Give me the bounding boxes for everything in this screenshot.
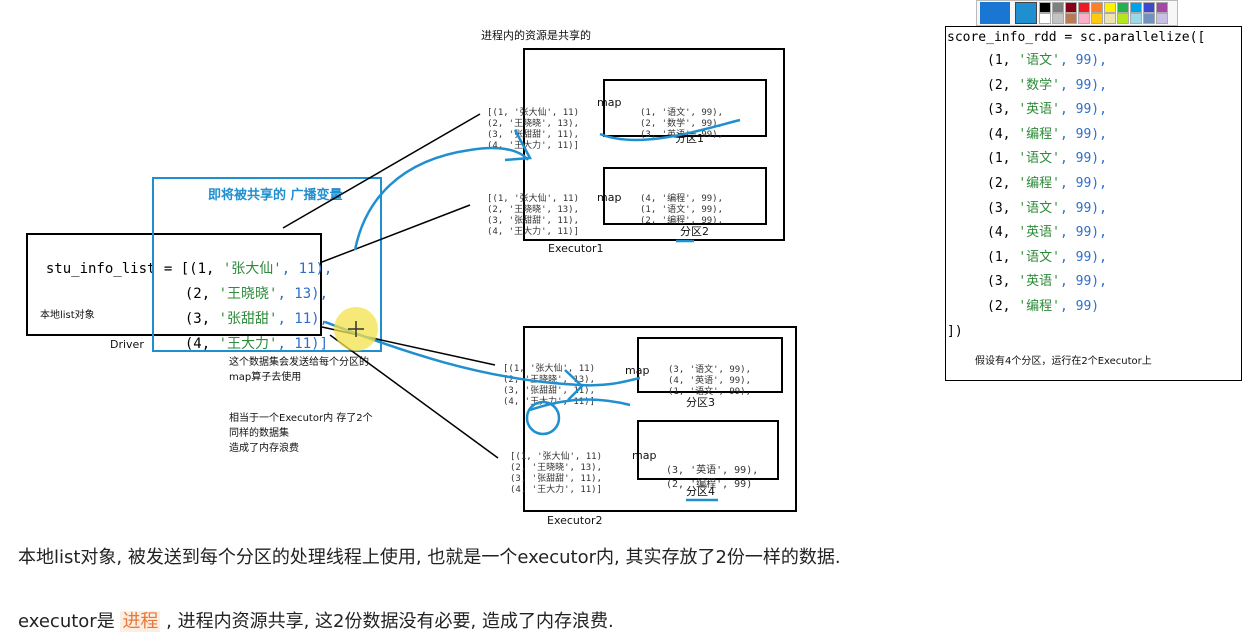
color-palette[interactable] xyxy=(976,0,1178,26)
rdd-row: (4, '编程', 99), xyxy=(987,126,1107,142)
rdd-caption: 假设有4个分区，运行在2个Executor上 xyxy=(975,356,1152,367)
process-highlight: 进程 xyxy=(120,611,161,632)
driver-label: Driver xyxy=(110,338,144,351)
stu-info-row-4: (4, '王大力', 11)] xyxy=(184,336,329,352)
partition2-label: 分区2 xyxy=(680,225,709,238)
waste-note: 相当于一个Executor内 存了2个同样的数据集造成了内存浪费 xyxy=(229,413,373,454)
rdd-footer: ]) xyxy=(947,324,963,339)
driver-box xyxy=(26,233,322,336)
partition4-box xyxy=(637,420,779,480)
executor2-box xyxy=(523,326,797,512)
color-swatch-row-1[interactable] xyxy=(1039,2,1168,13)
partition3-map-label: map xyxy=(625,364,650,377)
stu-info-row-3: (3, '张甜甜', 11), xyxy=(184,311,329,327)
partition2-box xyxy=(603,167,767,225)
paragraph-2: executor是 进程 , 进程内资源共享, 这2份数据没有必要, 造成了内存… xyxy=(18,611,614,632)
partition3-label: 分区3 xyxy=(686,396,715,409)
stu-info-header: stu_info_list = [(1, '张大仙', 11), xyxy=(45,261,333,277)
executor2-label: Executor2 xyxy=(547,514,603,527)
executor1-list-copy-1: [(1, '张大仙', 11)(2, '王晓晓', 13),(3, '张甜甜',… xyxy=(487,108,580,151)
rdd-header: score_info_rdd = sc.parallelize([ xyxy=(947,30,1206,45)
partition3-data: (3, '语文', 99),(4, '英语', 99),(1, '语文', 99… xyxy=(668,365,752,397)
rdd-row: (1, '语文', 99), xyxy=(987,249,1107,265)
rdd-row: (3, '语文', 99), xyxy=(987,200,1107,216)
partition4-map-label: map xyxy=(632,449,657,462)
executor2-list-copy-1: [(1, '张大仙', 11)(2, '王晓晓', 13),(3, '张甜甜',… xyxy=(503,364,596,407)
partition2-map-label: map xyxy=(597,191,622,204)
partition1-label: 分区1 xyxy=(675,132,704,145)
shared-resource-title: 进程内的资源是共享的 xyxy=(481,29,591,42)
executor1-label: Executor1 xyxy=(548,242,604,255)
current-color-swatch[interactable] xyxy=(1015,2,1037,24)
partition4-label: 分区4 xyxy=(686,485,715,498)
rdd-row: (2, '编程', 99) xyxy=(987,298,1100,314)
rdd-row: (3, '英语', 99), xyxy=(987,102,1107,118)
paragraph-1: 本地list对象, 被发送到每个分区的处理线程上使用, 也就是一个executo… xyxy=(18,547,841,568)
executor2-list-copy-2: [(1, '张大仙', 11)(2, '王晓晓', 13),(3, '张甜甜',… xyxy=(510,452,603,495)
rdd-row: (1, '语文', 99), xyxy=(987,151,1107,167)
rdd-code-panel xyxy=(945,26,1242,381)
rdd-row: (3, '英语', 99), xyxy=(987,274,1107,290)
partition4-data: (3, '英语', 99),(2, '编程', 99) xyxy=(666,465,759,490)
partition1-map-label: map xyxy=(597,96,622,109)
rdd-row: (2, '编程', 99), xyxy=(987,175,1107,191)
rdd-rows: (1, '语文', 99), (2, '数学', 99), (3, '英语', … xyxy=(987,49,1107,320)
selected-color-swatch[interactable] xyxy=(980,2,1010,24)
executor1-list-copy-2: [(1, '张大仙', 11)(2, '王晓晓', 13),(3, '张甜甜',… xyxy=(487,194,580,237)
rdd-row: (2, '数学', 99), xyxy=(987,77,1107,93)
color-swatch-row-2[interactable] xyxy=(1039,13,1168,24)
partition2-data: (4, '编程', 99),(1, '语文', 99),(2, '编程', 99… xyxy=(640,194,724,226)
broadcast-highlight-box xyxy=(152,177,382,352)
rdd-row: (1, '语文', 99), xyxy=(987,53,1107,68)
broadcast-variable-label: 即将被共享的 广播变量 xyxy=(208,188,343,203)
local-list-label: 本地list对象 xyxy=(40,310,95,321)
stu-info-row-2: (2, '王晓晓', 13), xyxy=(184,286,329,302)
rdd-row: (4, '英语', 99), xyxy=(987,225,1107,241)
